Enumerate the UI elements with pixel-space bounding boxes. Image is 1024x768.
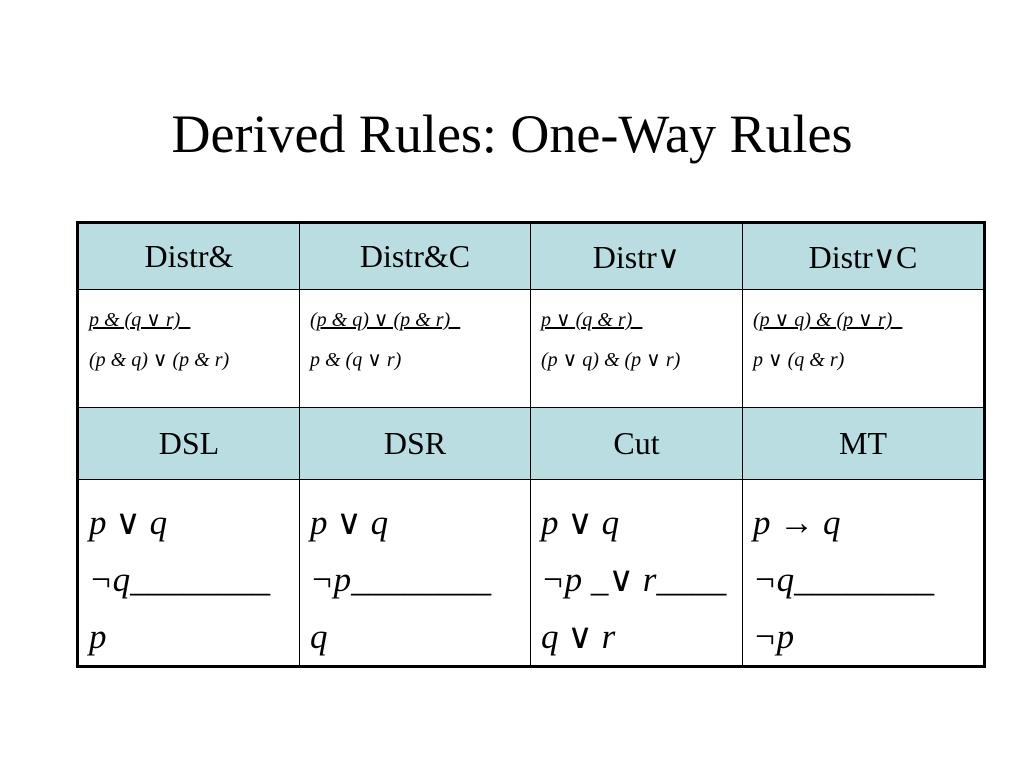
rule-premise-2: ¬p _∨ r____ <box>541 560 727 599</box>
rule-premise: p ∨ (q & r)_ <box>541 309 643 331</box>
header-row-1: Distr& Distr&C Distr∨ Distr∨C <box>77 222 985 290</box>
header-cell-distr-and-c: Distr&C <box>299 222 531 290</box>
rule-conclusion: p ∨ (q & r) <box>753 349 845 371</box>
rule-premise-1: p ∨ q <box>541 503 620 542</box>
rule-cell-dsl: p ∨ q ¬q________ p <box>77 479 300 667</box>
header-cell-dsl: DSL <box>77 407 300 480</box>
rule-conclusion: (p & q) ∨ (p & r) <box>89 349 230 371</box>
rule-cell-mt: p → q ¬q________ ¬p <box>742 479 985 667</box>
rule-premise: p & (q ∨ r)_ <box>89 309 191 331</box>
rule-premise-2: ¬q________ <box>89 560 271 599</box>
header-cell-distr-or: Distr∨ <box>530 222 743 290</box>
rules-row-1: p & (q ∨ r)_ (p & q) ∨ (p & r) (p & q) ∨… <box>77 289 985 408</box>
header-cell-mt: MT <box>742 407 985 480</box>
rule-conclusion: q <box>310 617 328 656</box>
rule-cell-distr-or: p ∨ (q & r)_ (p ∨ q) & (p ∨ r) <box>530 289 743 408</box>
rule-premise-2: ¬q________ <box>753 560 935 599</box>
rule-premise-2: ¬p________ <box>310 560 492 599</box>
header-cell-distr-and: Distr& <box>77 222 300 290</box>
header-cell-dsr: DSR <box>299 407 531 480</box>
rule-cell-distr-and-c: (p & q) ∨ (p & r)_ p & (q ∨ r) <box>299 289 531 408</box>
rule-conclusion: q ∨ r <box>541 617 616 656</box>
rules-table: Distr& Distr&C Distr∨ Distr∨C p & (q ∨ r… <box>76 221 986 668</box>
rule-conclusion: ¬p <box>753 617 795 656</box>
rule-premise-1: p ∨ q <box>310 503 389 542</box>
rule-conclusion: p & (q ∨ r) <box>310 349 402 371</box>
rule-cell-distr-and: p & (q ∨ r)_ (p & q) ∨ (p & r) <box>77 289 300 408</box>
header-row-2: DSL DSR Cut MT <box>77 407 985 480</box>
rule-premise-1: p → q <box>753 503 841 542</box>
rule-conclusion: (p ∨ q) & (p ∨ r) <box>541 349 681 371</box>
rules-row-2: p ∨ q ¬q________ p p ∨ q ¬p________ q p … <box>77 479 985 667</box>
rule-premise: (p ∨ q) & (p ∨ r)_ <box>753 309 903 331</box>
header-cell-cut: Cut <box>530 407 743 480</box>
rule-cell-cut: p ∨ q ¬p _∨ r____ q ∨ r <box>530 479 743 667</box>
rule-premise: (p & q) ∨ (p & r)_ <box>310 309 461 331</box>
rule-conclusion: p <box>89 617 107 656</box>
rule-premise-1: p ∨ q <box>89 503 168 542</box>
rule-cell-distr-or-c: (p ∨ q) & (p ∨ r)_ p ∨ (q & r) <box>742 289 985 408</box>
header-cell-distr-or-c: Distr∨C <box>742 222 985 290</box>
slide-title: Derived Rules: One-Way Rules <box>171 104 853 164</box>
rule-cell-dsr: p ∨ q ¬p________ q <box>299 479 531 667</box>
